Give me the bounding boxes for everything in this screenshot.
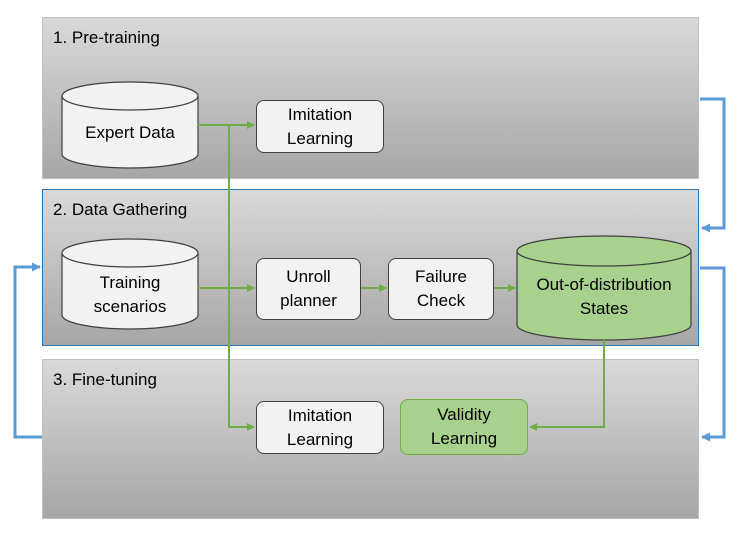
- arrow-pretrain-to-gathering: [700, 97, 726, 233]
- training-scenarios-cylinder: [61, 238, 199, 330]
- arrow-finetune-to-gathering: [13, 262, 42, 439]
- validity-learning-box: Validity Learning: [400, 399, 528, 455]
- expert-data-label: Expert Data: [85, 123, 175, 142]
- expert-data-cylinder: [61, 81, 199, 169]
- finetuning-title: 3. Fine-tuning: [53, 370, 157, 389]
- arrow-ood-to-validity: [529, 340, 605, 431]
- ood-states-cylinder: [516, 235, 692, 341]
- failure-check-box: Failure Check: [388, 258, 494, 320]
- training-scenarios-label: Training scenarios: [93, 273, 167, 316]
- unroll-planner-box: Unroll planner: [256, 258, 361, 320]
- arrow-gathering-to-finetune: [700, 266, 726, 442]
- pretraining-title: 1. Pre-training: [53, 28, 160, 47]
- finetuning-panel: 3. Fine-tuning: [42, 359, 699, 519]
- imitation-learning-pretrain-box: Imitation Learning: [256, 100, 384, 153]
- arrow-expert-to-finetune-imitation: [228, 125, 255, 431]
- data-gathering-title: 2. Data Gathering: [53, 200, 188, 219]
- imitation-learning-finetune-box: Imitation Learning: [256, 401, 384, 454]
- ood-states-label: Out-of-distribution States: [536, 275, 672, 318]
